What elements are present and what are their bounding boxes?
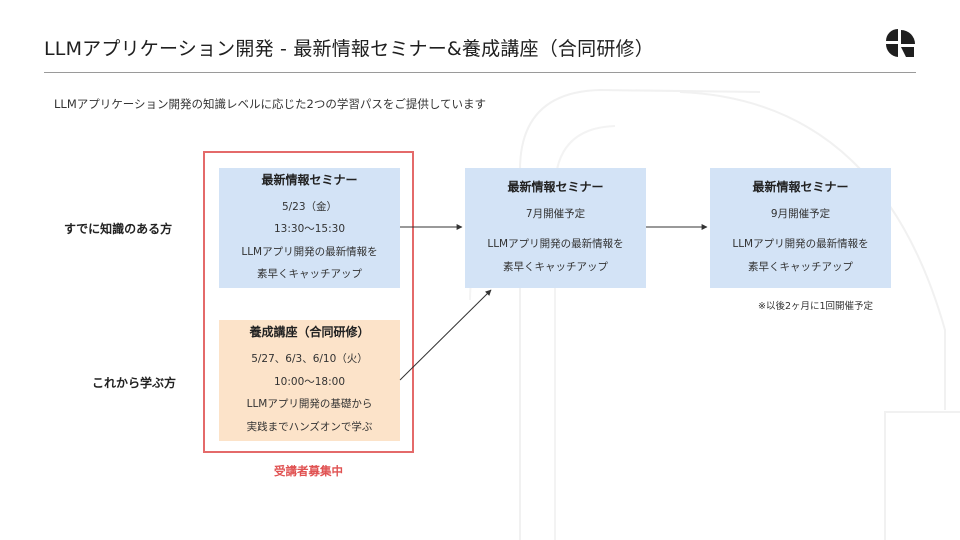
seminar-title: 最新情報セミナー bbox=[261, 172, 358, 187]
training-desc-line1: LLMアプリ開発の基礎から bbox=[246, 398, 373, 410]
seminar-desc-line2: 素早くキャッチアップ bbox=[503, 260, 608, 273]
training-title: 養成講座（合同研修） bbox=[249, 325, 370, 339]
training-desc-line2: 実践までハンズオンで学ぶ bbox=[246, 420, 373, 433]
seminar-desc-line2: 素早くキャッチアップ bbox=[748, 260, 853, 273]
seminar-desc-line1: LLMアプリ開発の最新情報を bbox=[487, 238, 624, 251]
recruiting-highlight-frame bbox=[203, 151, 414, 453]
brand-logo-icon bbox=[885, 29, 915, 57]
subtitle: LLMアプリケーション開発の知識レベルに応じた2つの学習パスをご提供しています bbox=[54, 97, 486, 111]
seminar-card-september: 最新情報セミナー 9月開催予定 LLMアプリ開発の最新情報を 素早くキャッチアッ… bbox=[710, 168, 891, 288]
training-time: 10:00〜18:00 bbox=[273, 375, 346, 388]
seminar-desc-line1: LLMアプリ開発の最新情報を bbox=[241, 245, 378, 258]
seminar-date: 9月開催予定 bbox=[770, 207, 831, 220]
row-label-experienced: すでに知識のある方 bbox=[64, 222, 173, 236]
seminar-date: 5/23（金） bbox=[281, 200, 338, 213]
seminar-title: 最新情報セミナー bbox=[752, 179, 849, 194]
seminar-desc-line1: LLMアプリ開発の最新情報を bbox=[732, 238, 869, 251]
training-card: 養成講座（合同研修） 5/27、6/3、6/10（火） 10:00〜18:00 … bbox=[219, 320, 400, 441]
seminar-card-july: 最新情報セミナー 7月開催予定 LLMアプリ開発の最新情報を 素早くキャッチアッ… bbox=[465, 168, 646, 288]
title-divider bbox=[44, 72, 916, 73]
recruiting-status: 受講者募集中 bbox=[274, 464, 343, 478]
training-dates: 5/27、6/3、6/10（火） bbox=[251, 353, 368, 365]
row-label-beginners: これから学ぶ方 bbox=[92, 376, 177, 390]
schedule-note: ※以後2ヶ月に1回開催予定 bbox=[758, 301, 874, 312]
arrow-training-to-seminar2 bbox=[399, 289, 492, 381]
seminar-time: 13:30〜15:30 bbox=[273, 223, 346, 235]
seminar-card-may: 最新情報セミナー 5/23（金） 13:30〜15:30 LLMアプリ開発の最新… bbox=[219, 168, 400, 288]
seminar-date: 7月開催予定 bbox=[525, 207, 586, 220]
seminar-title: 最新情報セミナー bbox=[507, 179, 604, 194]
page-title: LLMアプリケーション開発 - 最新情報セミナー&養成講座（合同研修） bbox=[44, 38, 654, 60]
seminar-desc-line2: 素早くキャッチアップ bbox=[257, 268, 362, 280]
